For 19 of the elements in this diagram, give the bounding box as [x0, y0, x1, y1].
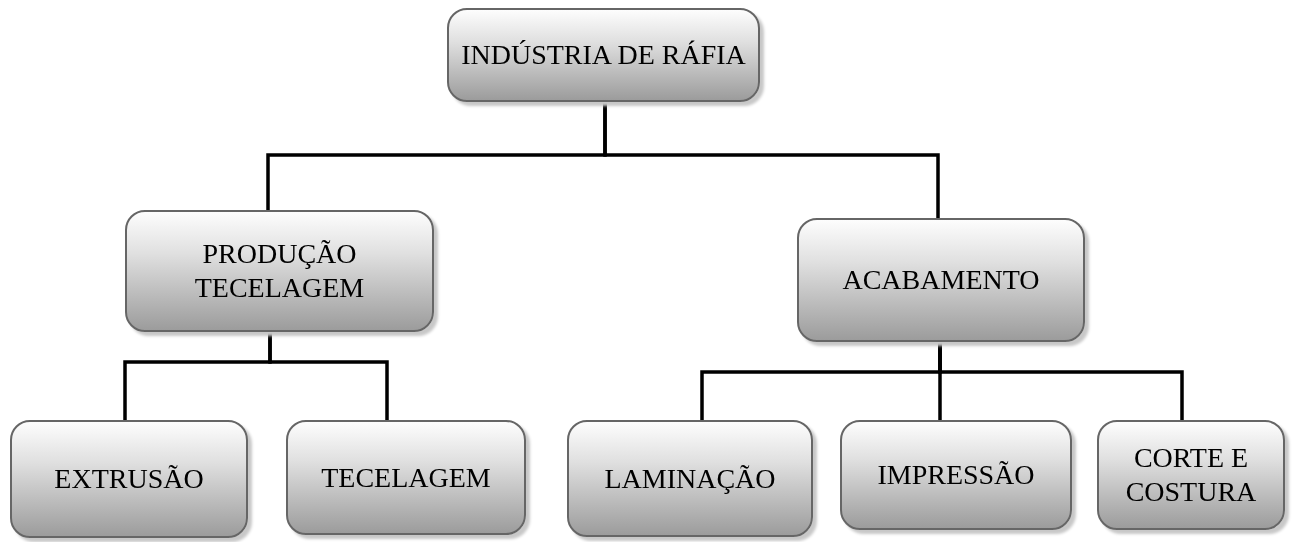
connector-line	[603, 102, 940, 218]
process-box	[567, 420, 813, 537]
box-label: ACABAMENTO	[842, 263, 1040, 297]
process-box	[840, 420, 1072, 530]
process-box	[10, 420, 248, 538]
process-box	[1097, 420, 1285, 530]
process-box	[447, 8, 760, 102]
box-label: EXTRUSÃO	[54, 462, 204, 496]
process-box	[286, 420, 526, 535]
connector-line	[268, 332, 389, 420]
process-box	[797, 218, 1085, 342]
connector-line	[938, 342, 1184, 420]
box-label: IMPRESSÃO	[877, 458, 1035, 492]
box-label: TECELAGEM	[321, 460, 491, 495]
box-label: PRODUÇÃO TECELAGEM	[193, 237, 366, 305]
box-label: CORTE E COSTURA	[1124, 441, 1258, 509]
box-label: LAMINAÇÃO	[604, 461, 776, 496]
box-label: INDÚSTRIA DE RÁFIA	[461, 38, 746, 72]
process-box	[125, 210, 434, 332]
